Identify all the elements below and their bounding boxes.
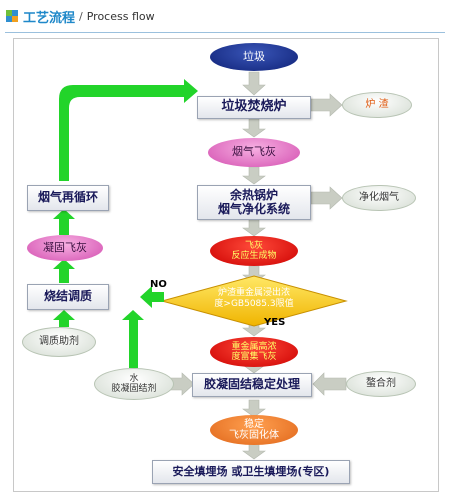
flow-arrows bbox=[53, 71, 348, 460]
decision-line2: 度>GB5085.3限值 bbox=[214, 298, 294, 309]
node-water-binder: 水 胶凝固结剂 bbox=[94, 368, 174, 400]
node-boiler-line2: 烟气净化系统 bbox=[217, 201, 290, 216]
logo-icon bbox=[6, 10, 18, 22]
arrow-right-cleangas bbox=[310, 186, 343, 210]
arrow-left-chelating bbox=[312, 372, 347, 396]
label-no: NO bbox=[150, 279, 167, 290]
arrow-recirc-loop bbox=[59, 79, 198, 181]
node-conditioner: 调质助剂 bbox=[22, 327, 96, 357]
decision-line1: 炉渣重金属浸出浓 bbox=[217, 288, 290, 298]
title-separator: / bbox=[79, 9, 83, 23]
node-garbage: 垃圾 bbox=[210, 43, 298, 71]
node-water-line2: 胶凝固结剂 bbox=[111, 384, 157, 394]
node-fly-ash-line1: 飞灰 bbox=[244, 240, 263, 251]
arrow-down-1 bbox=[242, 71, 266, 96]
header-divider bbox=[5, 32, 445, 33]
node-high-metal-ash: 重金属高浓 度富集飞灰 bbox=[210, 337, 298, 367]
arrow-down-4 bbox=[242, 218, 266, 237]
node-boiler-system: 余热锅炉 烟气净化系统 bbox=[197, 185, 311, 220]
node-stabilization: 胶凝固结稳定处理 bbox=[192, 373, 312, 397]
node-incinerator: 垃圾焚烧炉 bbox=[197, 96, 311, 119]
arrow-conditioner-up bbox=[53, 310, 75, 327]
arrow-down-8 bbox=[242, 399, 266, 418]
node-water-line1: 水 bbox=[129, 373, 139, 384]
arrow-right-slag bbox=[310, 93, 343, 117]
node-stable-line1: 稳定 bbox=[244, 418, 264, 430]
node-slag: 炉 渣 bbox=[342, 92, 412, 118]
page-header: 工艺流程 / Process flow bbox=[6, 6, 155, 26]
node-fly-ash-reactant: 飞灰 反应生成物 bbox=[210, 236, 298, 266]
node-high-metal-line1: 重金属高浓 bbox=[231, 341, 277, 352]
node-landfill: 安全填埋场 或卫生填埋场(专区) bbox=[152, 460, 350, 484]
node-stable-line2: 飞灰固化体 bbox=[229, 430, 279, 441]
arrow-no-left bbox=[140, 286, 164, 308]
node-sinter-conditioning: 烧结调质 bbox=[27, 284, 109, 310]
arrow-sinter-up bbox=[53, 259, 75, 283]
arrow-down-3 bbox=[242, 166, 266, 185]
arrow-down-2 bbox=[242, 118, 266, 138]
node-flue-ash: 烟气飞灰 bbox=[208, 138, 300, 167]
node-chelating-agent: 螯合剂 bbox=[346, 371, 416, 397]
node-clean-gas: 净化烟气 bbox=[342, 185, 416, 211]
node-solid-ash: 凝固飞灰 bbox=[27, 235, 103, 261]
process-flow-diagram: 垃圾 垃圾焚烧炉 炉 渣 烟气飞灰 余热锅炉 烟气净化系统 净化烟气 飞灰 反应… bbox=[13, 38, 439, 492]
node-boiler-line1: 余热锅炉 bbox=[229, 187, 278, 202]
node-high-metal-line2: 度富集飞灰 bbox=[231, 352, 277, 362]
arrow-water-up bbox=[122, 310, 144, 368]
node-fly-ash-line2: 反应生成物 bbox=[231, 251, 277, 261]
node-gas-recirculation: 烟气再循环 bbox=[27, 185, 109, 211]
page-title: 工艺流程 bbox=[23, 10, 76, 26]
decision-text: 炉渣重金属浸出浓 度>GB5085.3限值 bbox=[190, 288, 318, 310]
label-yes: YES bbox=[264, 317, 286, 328]
node-stable-ash: 稳定 飞灰固化体 bbox=[210, 415, 298, 445]
arrow-solidash-up bbox=[53, 209, 75, 235]
decision-diamond bbox=[160, 275, 348, 327]
page-subtitle: Process flow bbox=[86, 9, 155, 23]
